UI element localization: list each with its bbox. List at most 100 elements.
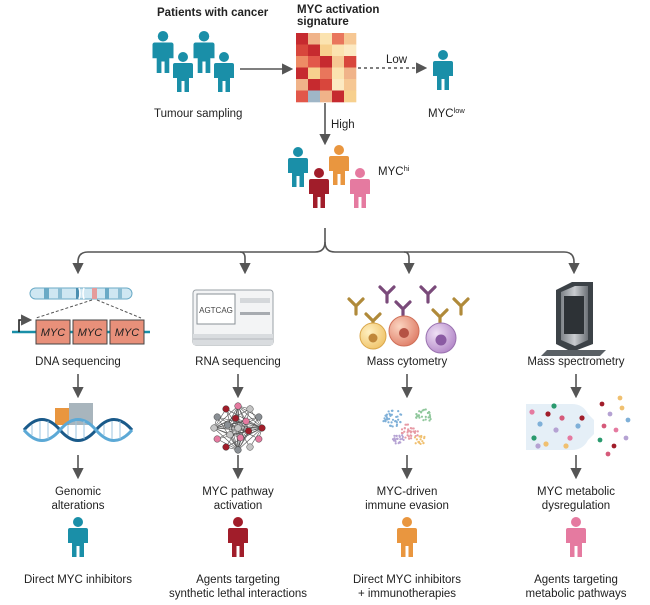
network-edge [237, 427, 263, 451]
heatmap-cell [320, 67, 333, 80]
patient-icon-rna [228, 517, 248, 557]
metabolite-dot [553, 427, 559, 433]
myc-signature-heatmap [296, 33, 357, 103]
cluster-point [395, 421, 398, 424]
method-label-rna: RNA sequencing [195, 356, 281, 368]
cluster-point [428, 419, 431, 422]
cluster-point [422, 408, 426, 411]
heatmap-cell [344, 44, 357, 57]
cluster-point [417, 440, 421, 443]
metabolite-dot [537, 421, 543, 427]
cluster-point [397, 418, 400, 421]
therapy-spectrometry-line2: metabolic pathways [526, 588, 627, 600]
network-node [234, 402, 242, 410]
heatmap-cell [320, 44, 333, 57]
chromosome-icon [29, 287, 133, 300]
dna-helix-icon [22, 403, 134, 442]
cluster-point [420, 411, 423, 414]
cluster-point [409, 434, 412, 437]
gene-network-icon [210, 402, 266, 454]
cluster-point [399, 421, 402, 424]
result-cytometry-line1: MYC-driven [377, 486, 438, 498]
cluster-point [407, 437, 411, 440]
heatmap-cell [344, 33, 357, 45]
metabolite-dot [551, 403, 557, 409]
network-edge [213, 405, 239, 429]
cluster-point [422, 442, 425, 445]
cluster-point [414, 442, 417, 445]
network-node [213, 435, 221, 443]
cluster-point [429, 417, 432, 421]
cluster-point [387, 410, 390, 413]
cluster-point [404, 423, 407, 426]
cluster-point [409, 437, 413, 440]
cluster-point [418, 416, 421, 419]
zoom-dashes [35, 299, 142, 319]
network-node [255, 413, 263, 421]
heatmap-cell [344, 79, 357, 91]
network-edge [237, 405, 249, 432]
cluster-point [423, 437, 426, 440]
network-node [234, 424, 242, 432]
method-label-spectrometry: Mass spectrometry [527, 356, 624, 368]
network-node [258, 424, 266, 432]
cluster-point [400, 428, 404, 431]
signature-title-line1: MYC activation [297, 4, 379, 16]
cluster-point [416, 430, 419, 433]
metabolite-dot [613, 427, 619, 433]
heatmap-cell [308, 90, 321, 103]
cluster-point [393, 434, 396, 437]
network-node [234, 446, 242, 454]
cluster-point [419, 438, 422, 441]
therapy-rna-line2: synthetic lethal interactions [169, 588, 307, 600]
cluster-point [382, 419, 385, 423]
cluster-point [388, 417, 391, 420]
network-node [244, 427, 253, 435]
metabolite-dot [579, 415, 585, 421]
cluster-point [395, 423, 399, 426]
myc-hi-patients-icon [288, 145, 370, 208]
network-node [236, 434, 244, 442]
cluster-point [391, 418, 395, 421]
result-spectrometry-line2: dysregulation [542, 500, 610, 512]
cluster-point [385, 413, 389, 416]
result-rna-line1: MYC pathway [202, 486, 274, 498]
therapy-cytometry-line1: Direct MYC inhibitors [353, 574, 461, 586]
cluster-point [397, 442, 400, 445]
cluster-point [395, 437, 399, 440]
network-node [246, 443, 254, 451]
metabolite-dot [559, 415, 565, 421]
cluster-point [424, 408, 427, 411]
low-label: Low [386, 54, 408, 66]
heatmap-cell [296, 44, 309, 57]
cluster-point [387, 421, 390, 424]
cluster-point [401, 431, 404, 435]
cluster-point [394, 438, 397, 441]
heatmap-cell [308, 56, 321, 68]
cluster-point [413, 436, 417, 439]
metabolite-dot [601, 423, 607, 429]
cell-cluster-plot-icon [382, 408, 432, 446]
network-node [226, 431, 234, 439]
cluster-point [394, 442, 397, 445]
cluster-point [390, 421, 393, 424]
heatmap-cell [320, 56, 333, 68]
cluster-point [389, 424, 392, 427]
cluster-point [401, 434, 404, 437]
cluster-point [412, 430, 415, 433]
network-edge [213, 427, 239, 451]
heatmap-cell [320, 79, 333, 91]
cluster-point [413, 431, 417, 434]
cluster-point [415, 412, 418, 416]
network-node [222, 443, 230, 451]
heatmap-cell [332, 56, 345, 68]
metabolite-dot [619, 405, 625, 411]
network-node [213, 413, 221, 421]
cluster-point [427, 416, 430, 419]
sequencer-screen-text: AGTCAG [199, 306, 233, 315]
network-node [232, 414, 240, 422]
cluster-point [396, 415, 399, 418]
metabolite-dot [625, 417, 631, 423]
patient-icon-cytometry [397, 517, 417, 557]
